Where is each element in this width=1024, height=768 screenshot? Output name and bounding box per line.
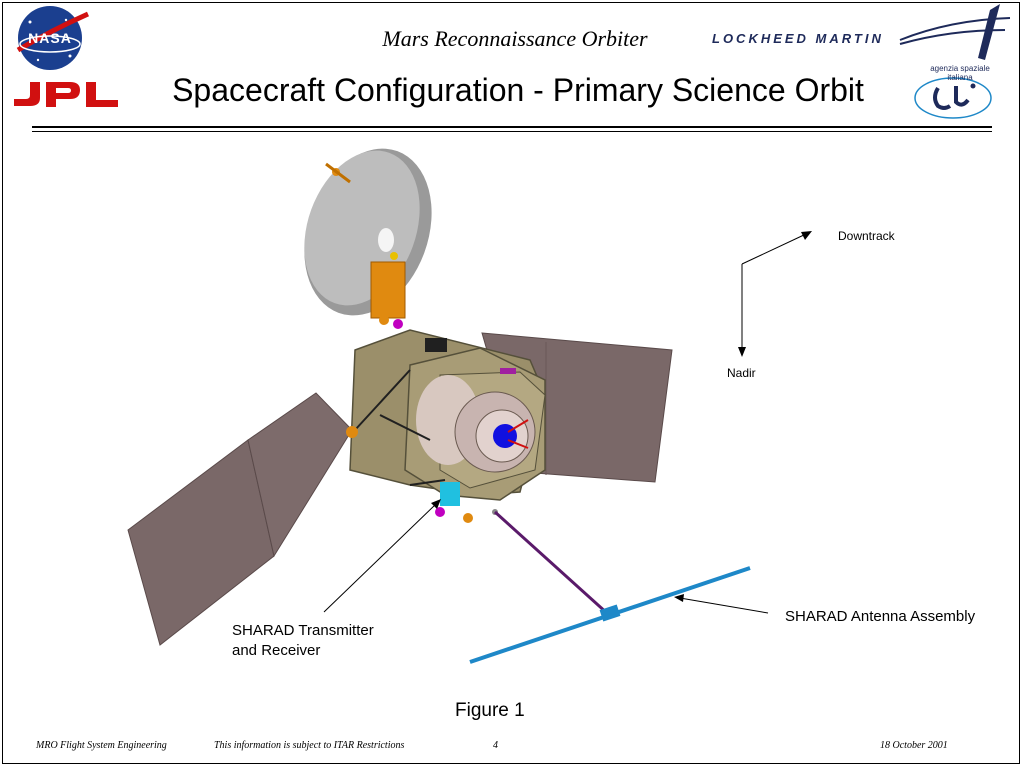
nasa-logo-icon [16,6,90,70]
footer-left: MRO Flight System Engineering [36,740,167,751]
title-rule-secondary [32,131,992,132]
callout-leaders [323,499,769,614]
lockheed-martin-logo-icon [899,4,1011,60]
high-gain-antenna [304,148,432,329]
footer-page-number: 4 [493,740,498,751]
direction-arrows [738,231,812,357]
sharad-transmitter-label-line2: and Receiver [232,642,321,659]
asi-logo-icon [914,77,992,119]
lockheed-martin-wordmark: LOCKHEED MARTIN [712,31,884,46]
jpl-logo-icon [14,82,118,107]
nasa-logo-text: NASA [28,30,72,46]
footer-notice: This information is subject to ITAR Rest… [214,740,405,751]
spacecraft-bus [346,329,546,523]
footer-date: 18 October 2001 [880,740,948,751]
sharad-transmitter-label: SHARAD Transmitter and Receiver [232,621,374,661]
sharad-antenna-label: SHARAD Antenna Assembly [785,608,976,625]
downtrack-label: Downtrack [838,229,895,243]
asi-wordmark: agenzia spaziale italiana [930,64,990,82]
slide-subtitle: Mars Reconnaissance Orbiter [382,26,648,51]
slide-title: Spacecraft Configuration - Primary Scien… [172,72,864,108]
nadir-label: Nadir [727,366,756,380]
left-solar-array [127,392,353,646]
figure-caption: Figure 1 [455,700,525,721]
title-rule [32,126,992,128]
sharad-transmitter-label-line1: SHARAD Transmitter [232,622,374,639]
sharad-antenna-assembly [469,510,751,664]
